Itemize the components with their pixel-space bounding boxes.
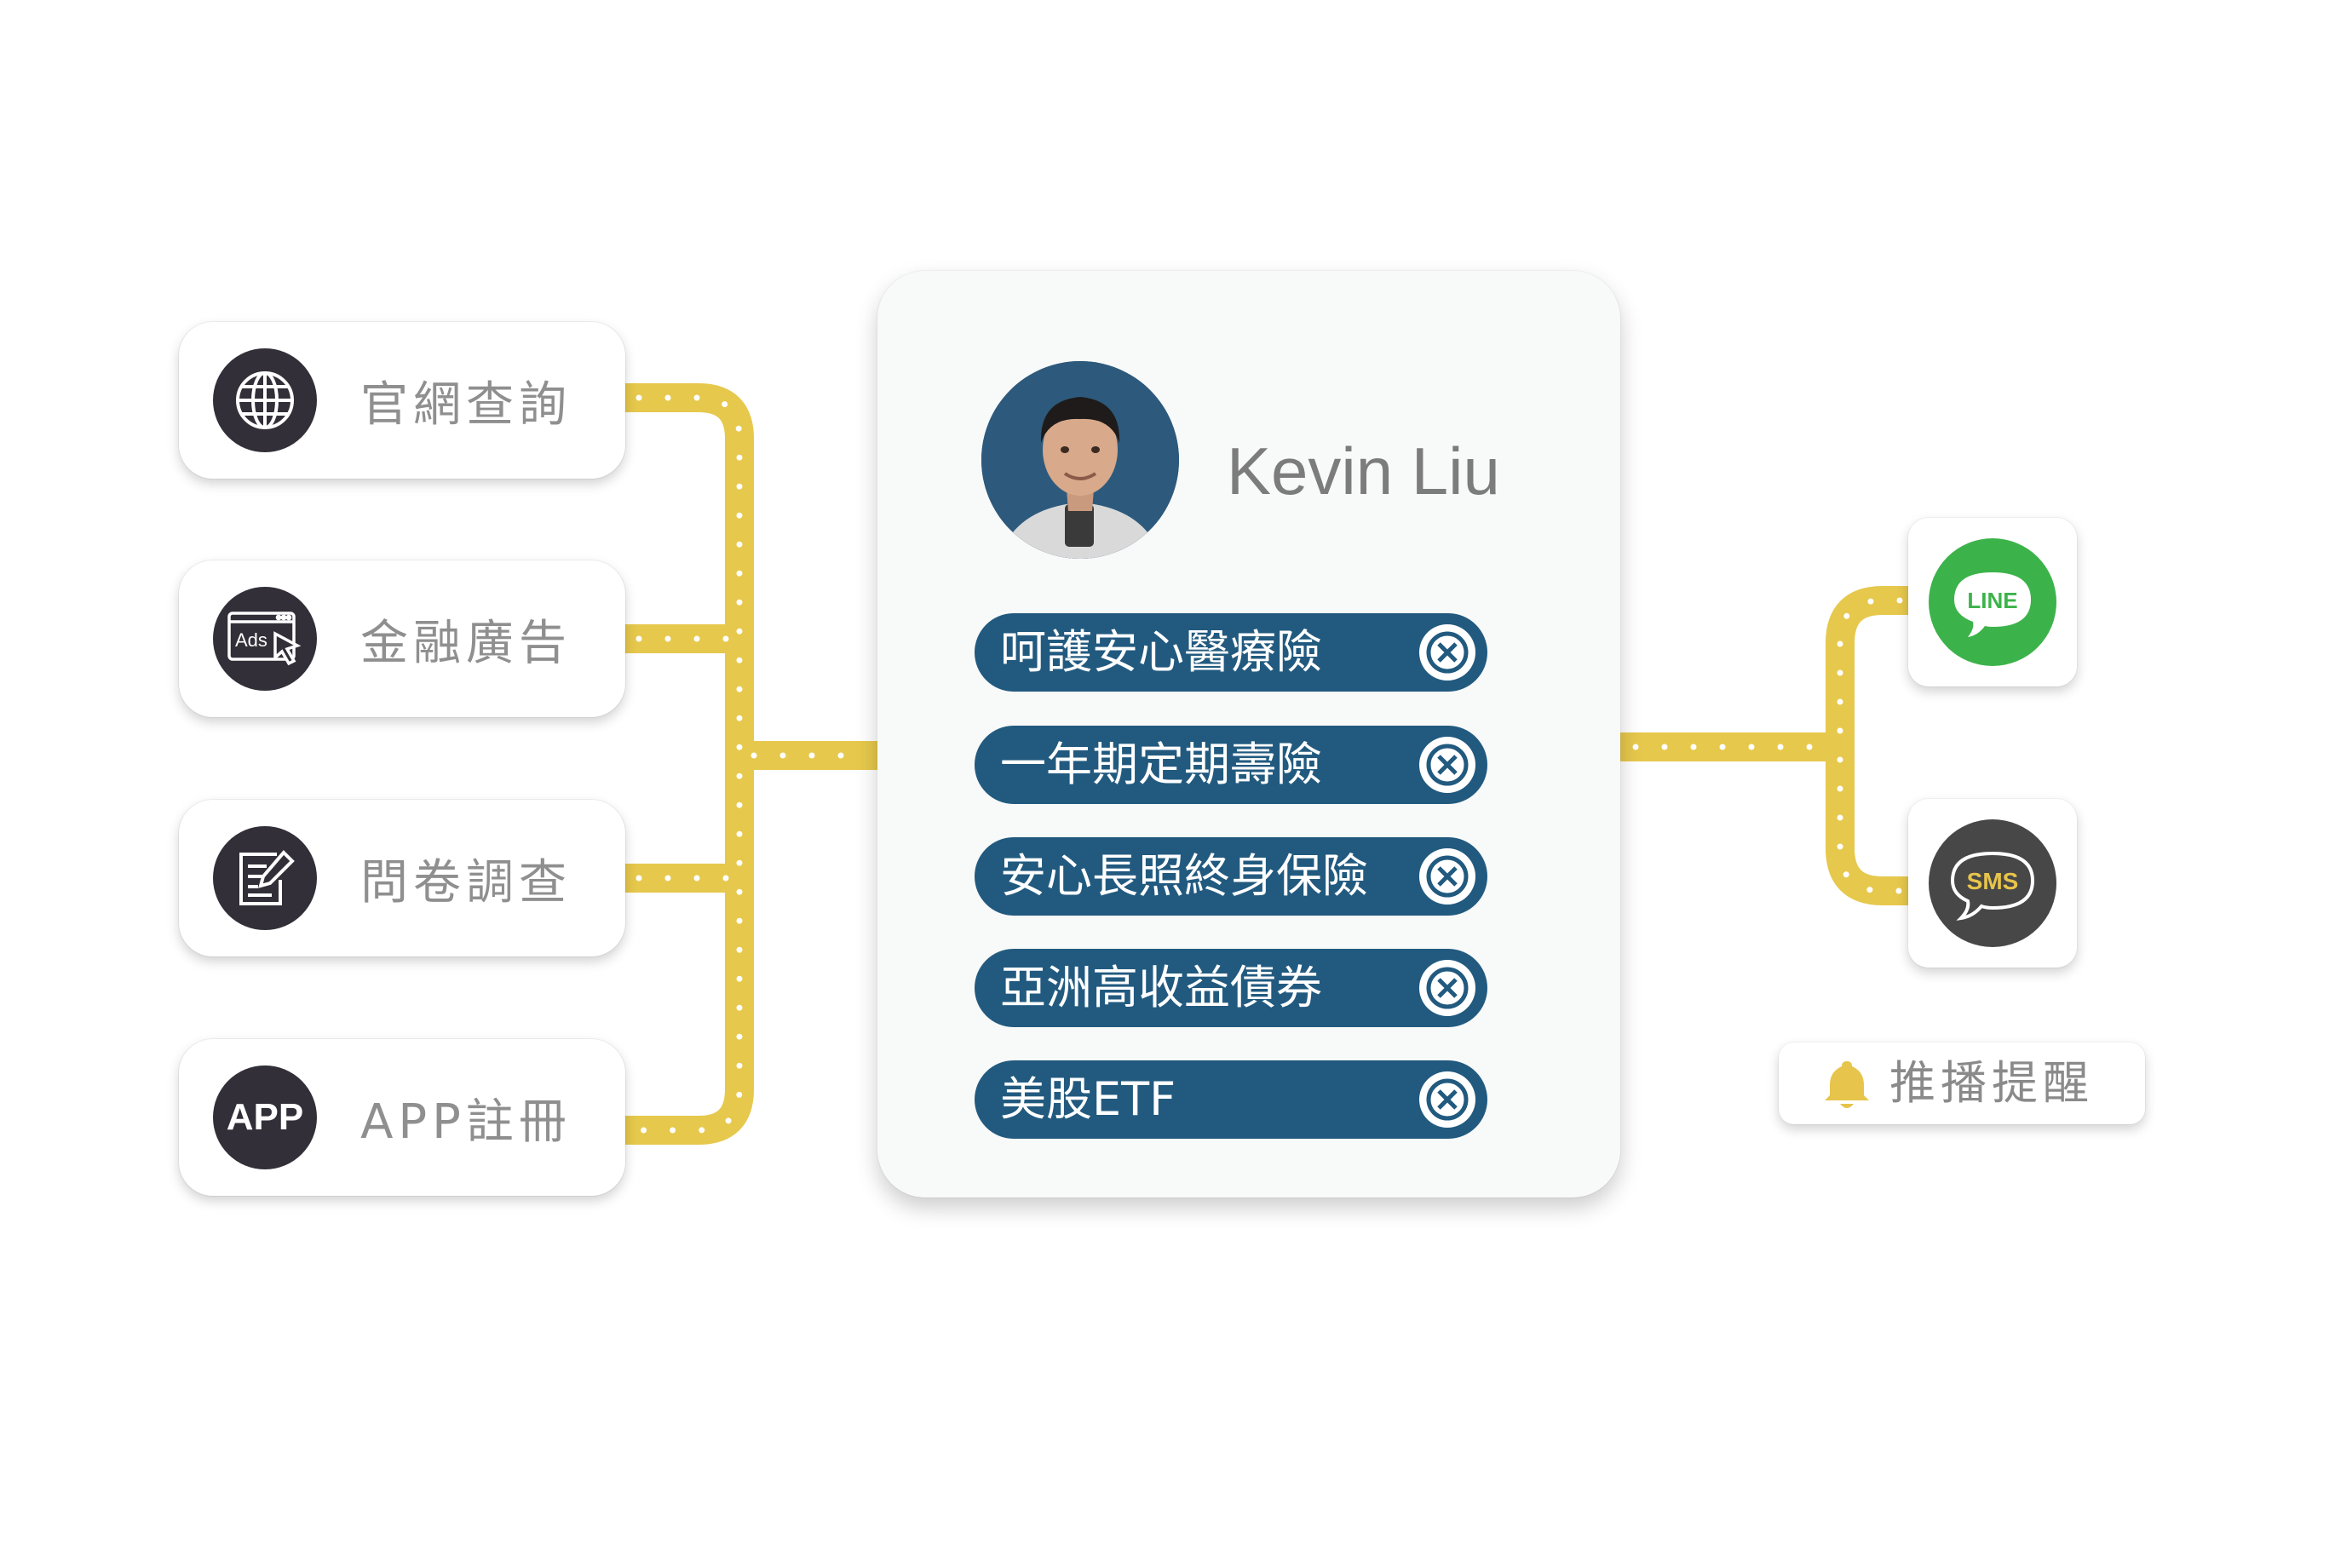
source-label: 問卷調查 — [360, 854, 572, 910]
interest-tag-label: 亞洲高收益債券 — [1000, 961, 1322, 1014]
interest-tag: 亞洲高收益債券 — [975, 949, 1487, 1027]
interest-tag-label: 安心長照終身保險 — [1000, 849, 1368, 903]
app-icon: APP — [213, 1065, 317, 1169]
interest-tag-label: 美股ETF — [1000, 1072, 1176, 1126]
source-card-survey[interactable]: 問卷調查 — [179, 800, 625, 956]
svg-text:Ads: Ads — [235, 629, 267, 651]
close-icon — [1426, 631, 1469, 674]
close-icon — [1426, 855, 1469, 898]
close-icon — [1426, 967, 1469, 1009]
line-channel-card[interactable]: LINE — [1908, 518, 2077, 686]
interest-tag-label: 一年期定期壽險 — [1000, 738, 1322, 791]
interest-tag: 美股ETF — [975, 1060, 1487, 1139]
interest-tag: 一年期定期壽險 — [975, 726, 1487, 804]
source-card-app[interactable]: APP APP註冊 — [179, 1039, 625, 1196]
source-label: APP註冊 — [360, 1094, 572, 1150]
close-icon — [1426, 744, 1469, 786]
sms-icon: SMS — [1929, 819, 2056, 947]
avatar — [981, 361, 1179, 559]
close-icon — [1426, 1078, 1469, 1121]
interest-tag: 安心長照終身保險 — [975, 837, 1487, 916]
remove-tag-button[interactable] — [1419, 624, 1475, 681]
source-label: 官網查詢 — [360, 376, 572, 433]
profile-name: Kevin Liu — [1227, 434, 1500, 508]
sms-icon-text: SMS — [1967, 868, 2019, 894]
globe-icon — [213, 348, 317, 452]
line-icon: LINE — [1929, 538, 2056, 666]
interest-tag: 呵護安心醫療險 — [975, 613, 1487, 692]
remove-tag-button[interactable] — [1419, 848, 1475, 905]
line-icon-text: LINE — [1967, 588, 2017, 613]
push-notification-label: 推播提醒 — [1889, 1056, 2094, 1110]
interest-tag-label: 呵護安心醫療險 — [1000, 625, 1322, 679]
sms-channel-card[interactable]: SMS — [1908, 799, 2077, 968]
push-notification-chip[interactable]: 推播提醒 — [1779, 1042, 2145, 1124]
source-label: 金融廣告 — [360, 615, 572, 671]
ads-icon: Ads — [213, 587, 317, 691]
bell-icon — [1825, 1061, 1869, 1108]
remove-tag-button[interactable] — [1419, 737, 1475, 793]
source-card-ads[interactable]: Ads 金融廣告 — [179, 560, 625, 717]
remove-tag-button[interactable] — [1419, 960, 1475, 1016]
survey-icon — [213, 826, 317, 930]
source-card-website[interactable]: 官網查詢 — [179, 322, 625, 479]
customer-profile-card: Kevin Liu 呵護安心醫療險 一年期定期壽險 安心長照終身保險 亞洲高收益… — [877, 271, 1620, 1198]
app-icon-text: APP — [226, 1096, 304, 1138]
remove-tag-button[interactable] — [1419, 1071, 1475, 1128]
